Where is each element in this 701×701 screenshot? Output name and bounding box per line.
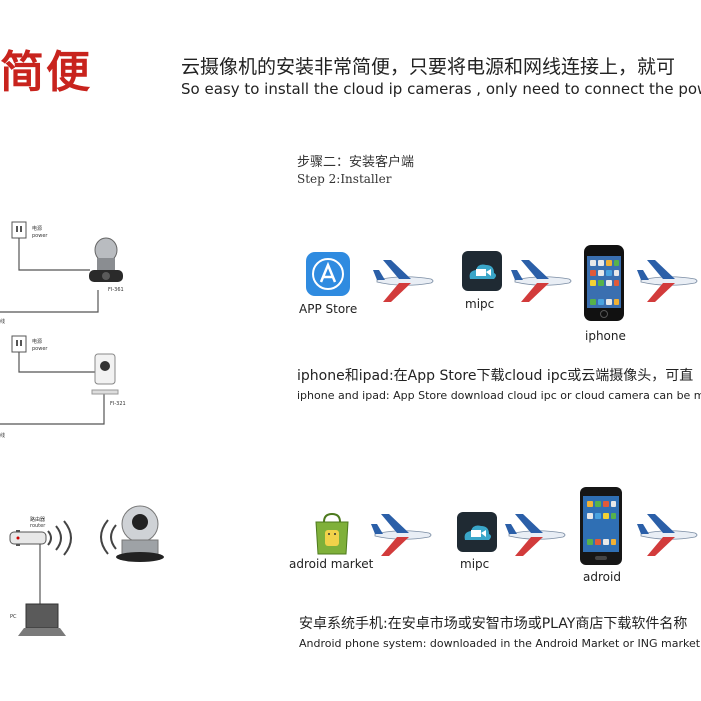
airplane-arrow-icon: [505, 514, 566, 556]
cable-label: 线: [0, 319, 6, 325]
android-description-en: Android phone system: downloaded in the …: [299, 637, 701, 650]
android-description-cn: 安卓系统手机:在安卓市场或安智市场或PLAY商店下载软件名称: [299, 616, 688, 632]
airplane-arrow-icon: [637, 514, 698, 556]
app-store-icon: [306, 252, 350, 296]
mipc-app-icon: [462, 251, 502, 291]
airplane-arrow-icon: [637, 260, 698, 302]
android-market-label: adroid market: [289, 557, 374, 571]
hero-title: 简便: [0, 47, 92, 98]
cable-label: 线: [0, 433, 6, 439]
power-outlet-icon: [11, 335, 27, 353]
camera-model-label: FI-361: [108, 287, 124, 293]
step-title-english: Step 2:Installer: [297, 172, 392, 186]
airplane-arrow-icon: [511, 260, 572, 302]
power-label-en: power: [32, 346, 48, 352]
android-market-icon: [315, 512, 349, 555]
power-label-cn: 电源: [32, 339, 43, 345]
headline-chinese: 云摄像机的安装非常简便，只要将电源和网线连接上，就可: [181, 56, 676, 78]
iphone-device-icon: [584, 245, 624, 321]
iphone-description-cn: iphone和ipad:在App Store下载cloud ipc或云端摄像头，…: [297, 368, 694, 384]
step-title-chinese: 步骤二：安装客户端: [297, 155, 415, 170]
airplane-arrow-icon: [373, 260, 434, 302]
headline-english: So easy to install the cloud ip cameras …: [181, 80, 701, 98]
iphone-label: iphone: [585, 329, 626, 343]
ptz-camera-icon: [89, 237, 123, 282]
iphone-description-en: iphone and ipad: App Store download clou…: [297, 389, 701, 402]
power-outlet-icon: [11, 221, 27, 239]
app-store-label: APP Store: [299, 302, 358, 316]
mipc-label: mipc: [460, 557, 490, 571]
router-label-en: router: [30, 523, 46, 529]
power-label-cn: 电源: [32, 226, 43, 232]
mipc-label: mipc: [465, 297, 495, 311]
power-label-en: power: [32, 233, 48, 239]
router-label-cn: 路由器: [30, 517, 46, 523]
camera-model-label: FI-321: [110, 401, 126, 407]
pc-monitor-icon: [18, 603, 66, 636]
pc-label: PC: [10, 614, 17, 620]
mipc-app-icon: [457, 512, 497, 552]
router-icon: [9, 530, 47, 546]
airplane-arrow-icon: [371, 514, 432, 556]
cube-camera-icon: [91, 353, 119, 395]
android-device-label: adroid: [583, 570, 621, 584]
wifi-camera-icon: [116, 505, 164, 562]
android-phone-icon: [580, 487, 622, 565]
